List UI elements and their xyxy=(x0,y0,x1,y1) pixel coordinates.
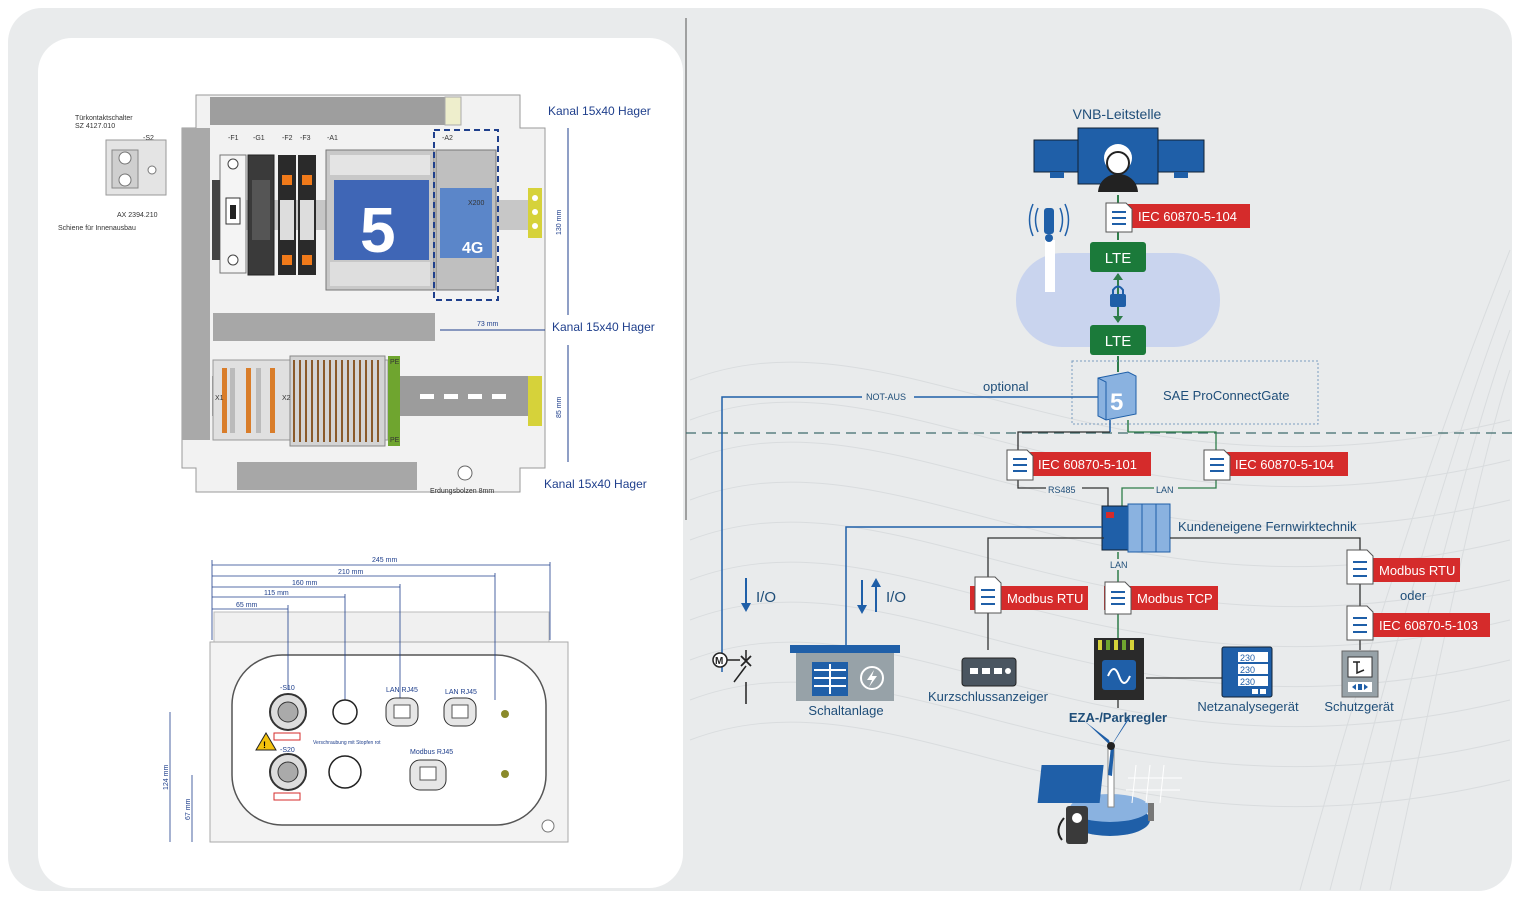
dim-245: 245 mm xyxy=(372,557,397,564)
device-code-f1: -F1 xyxy=(228,135,239,142)
dim-130: 130 mm xyxy=(556,210,563,235)
io-left-label: I/O xyxy=(756,589,776,606)
terminal-pe-bottom: PE xyxy=(390,437,400,444)
device-code-f2: -F2 xyxy=(282,135,293,142)
lock-icon xyxy=(1110,285,1126,307)
switchgear-icon xyxy=(790,645,900,701)
modbus-rtu-right-label: Modbus RTU xyxy=(1379,563,1455,578)
module-4g: 4G xyxy=(462,240,483,257)
gateway-label: SAE ProConnectGate xyxy=(1163,388,1289,403)
protocol-tag-modbus-tcp: Modbus TCP xyxy=(1104,581,1218,615)
protocol-tag-103: IEC 60870-5-103 xyxy=(1346,605,1490,641)
protocol-103-label: IEC 60870-5-103 xyxy=(1379,618,1478,633)
device-code-g1: -G1 xyxy=(253,135,265,142)
short-circuit-indicator-icon xyxy=(961,657,1017,687)
door-switch-part: SZ 4127.010 xyxy=(75,123,115,130)
channel-label-top: Kanal 15x40 Hager xyxy=(548,104,651,118)
protocol-tag-104-label: IEC 60870-5-104 xyxy=(1235,457,1334,472)
dim-160: 160 mm xyxy=(292,580,317,587)
switchgear-label: Schaltanlage xyxy=(808,703,883,718)
cabinet-layout-drawing: Türkontaktschalter SZ 4127.010 -S2 AX 23… xyxy=(58,94,655,495)
oder-label: oder xyxy=(1400,588,1427,603)
dim-124: 124 mm xyxy=(163,765,170,790)
modbus-tcp-label: Modbus TCP xyxy=(1137,591,1213,606)
motor-symbol: M xyxy=(715,656,723,667)
io-right-label: I/O xyxy=(886,589,906,606)
lan-rj45-2-label: LAN RJ45 xyxy=(445,689,477,696)
protocol-tag-101-label: IEC 60870-5-101 xyxy=(1038,457,1137,472)
gateway-device-icon: 5 xyxy=(1097,371,1137,421)
control-center-monitors-icon xyxy=(1033,127,1205,192)
channel-label-mid: Kanal 15x40 Hager xyxy=(552,320,655,334)
terminal-pe-top: PE xyxy=(390,359,400,366)
rail-part-label: AX 2394.210 xyxy=(117,212,158,219)
protocol-tag-104: IEC 60870-5-104 xyxy=(1203,449,1348,481)
door-switch-code: -S2 xyxy=(143,135,154,142)
dim-65: 65 mm xyxy=(236,602,258,609)
ground-label: Erdungsbolzen 8mm xyxy=(430,488,494,495)
svg-text:5: 5 xyxy=(1110,389,1123,416)
optional-label: optional xyxy=(983,379,1029,394)
modbus-rtu-left-label: Modbus RTU xyxy=(1007,591,1083,606)
rs485-label: RS485 xyxy=(1048,485,1076,495)
door-switch-title: Türkontaktschalter xyxy=(75,115,133,122)
protocol-tag-top: IEC 60870-5-104 xyxy=(1105,202,1250,233)
grid-analyzer-label: Netzanalysegerät xyxy=(1197,699,1299,714)
terminal-x2: X2 xyxy=(282,395,291,402)
terminal-strip: X1 X2 PE PE xyxy=(212,355,542,447)
lte-bottom-label: LTE xyxy=(1105,333,1131,350)
module-number: 5 xyxy=(360,194,396,266)
rail-desc-label: Schiene für Innenausbau xyxy=(58,225,136,232)
not-aus-label: NOT-AUS xyxy=(866,392,906,402)
channel-label-bottom: Kanal 15x40 Hager xyxy=(544,477,647,491)
dim-210: 210 mm xyxy=(338,569,363,576)
grid-analyzer-icon: 230 230 230 xyxy=(1221,646,1273,698)
customer-rtu-label: Kundeneigene Fernwirktechnik xyxy=(1178,519,1357,534)
lan-rj45-1-label: LAN RJ45 xyxy=(386,687,418,694)
protocol-tag-modbus-rtu-right: Modbus RTU xyxy=(1346,549,1460,585)
module-model: X200 xyxy=(468,200,484,207)
connector-s10-label: -S10 xyxy=(280,685,295,692)
gland-label: Verschraubung mit Stopfen rot xyxy=(313,740,381,746)
control-center-label: VNB-Leitstelle xyxy=(1073,106,1162,122)
svg-text:!: ! xyxy=(263,740,266,750)
modbus-rj45-label: Modbus RJ45 xyxy=(410,749,453,756)
park-controller-label: EZA-/Parkregler xyxy=(1069,710,1167,725)
protection-device-icon xyxy=(1341,650,1379,698)
io-left-arrow-icon xyxy=(741,578,751,612)
generation-assets-icon xyxy=(1037,716,1182,844)
protocol-tag-101: IEC 60870-5-101 xyxy=(1006,449,1151,481)
device-code-a2: -A2 xyxy=(442,135,453,142)
dim-67: 67 mm xyxy=(185,798,192,820)
dim-85: 85 mm xyxy=(556,396,563,418)
enclosure-bottom-drawing: 245 mm 210 mm 160 mm 115 mm 65 mm 124 mm… xyxy=(163,557,569,843)
gateway-box xyxy=(1071,360,1319,425)
antenna-icon xyxy=(1028,203,1070,292)
analyzer-reading-3: 230 xyxy=(1240,677,1255,687)
lte-top-label: LTE xyxy=(1105,250,1131,267)
short-circuit-label: Kurzschlussanzeiger xyxy=(928,689,1049,704)
io-right-arrows-icon xyxy=(857,578,881,614)
protection-device-label: Schutzgerät xyxy=(1324,699,1394,714)
device-code-a1: -A1 xyxy=(327,135,338,142)
lan-mid-label: LAN xyxy=(1110,560,1128,570)
lan-top-label: LAN xyxy=(1156,485,1174,495)
park-controller-icon xyxy=(1094,638,1144,700)
analyzer-reading-1: 230 xyxy=(1240,653,1255,663)
dim-115: 115 mm xyxy=(264,590,289,597)
protocol-tag-top-label: IEC 60870-5-104 xyxy=(1138,209,1237,224)
motor-switch-icon: M xyxy=(712,650,752,704)
dim-73: 73 mm xyxy=(477,321,499,328)
protocol-tag-modbus-rtu-left: Modbus RTU xyxy=(970,576,1088,614)
analyzer-reading-2: 230 xyxy=(1240,665,1255,675)
terminal-x1: X1 xyxy=(215,395,224,402)
customer-rtu-icon xyxy=(1101,503,1171,553)
device-code-f3: -F3 xyxy=(300,135,311,142)
connector-s20-label: -S20 xyxy=(280,747,295,754)
